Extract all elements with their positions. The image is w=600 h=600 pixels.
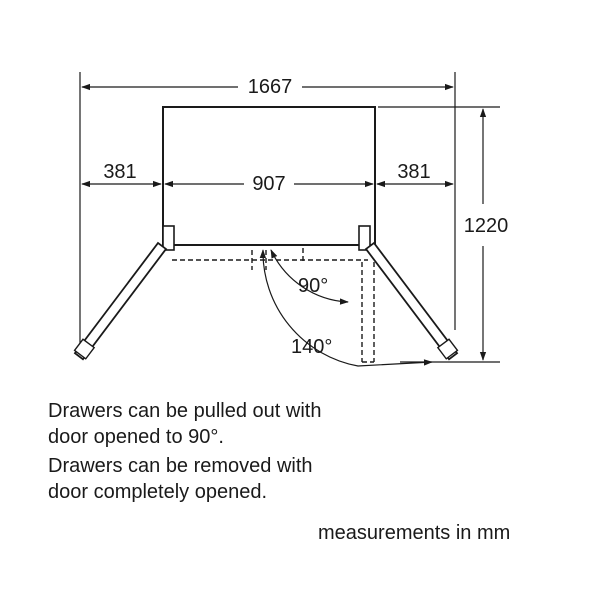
swing-arc-140	[259, 249, 433, 367]
angle-140-label: 140°	[291, 336, 332, 358]
left-clearance-label: 381	[103, 161, 136, 183]
dimension-lines	[81, 83, 487, 361]
door-90-degree-position	[172, 248, 375, 363]
note-drawers-removed-line1: Drawers can be removed with	[48, 455, 313, 477]
left-hinge	[162, 225, 175, 251]
note-drawers-pulled-out-line1: Drawers can be pulled out with	[48, 400, 322, 422]
body-width-label: 907	[252, 173, 285, 195]
right-door-handle	[436, 338, 459, 360]
left-door	[73, 241, 168, 361]
right-clearance-label: 381	[397, 161, 430, 183]
note-drawers-pulled-out-line2: door opened to 90°.	[48, 426, 224, 448]
fridge-body	[162, 106, 376, 246]
extension-lines	[79, 72, 500, 363]
units-note: measurements in mm	[318, 522, 511, 544]
angle-90-label: 90°	[298, 275, 328, 297]
right-door	[364, 241, 459, 361]
left-door-handle	[73, 338, 96, 360]
total-width-label: 1667	[248, 76, 293, 98]
depth-label: 1220	[464, 215, 509, 237]
note-drawers-removed-line2: door completely opened.	[48, 481, 268, 503]
